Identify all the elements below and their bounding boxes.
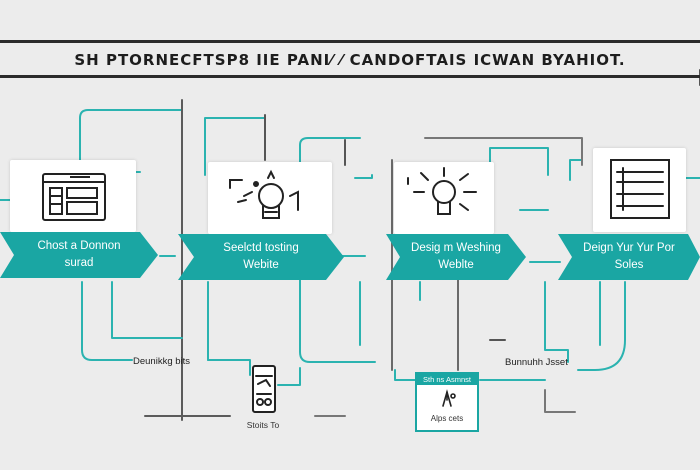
step-4-banner: Deign Yur Yur Por Soles (558, 234, 700, 280)
page-title: SH PTORNECFTSP8 IIE PANI⁄ ⁄ CANDOFTAIS I… (74, 51, 626, 69)
panel-caption: Alps cets (430, 414, 464, 423)
lightbulb-rays-icon (407, 167, 477, 215)
left-label: Deunikkg bits (133, 356, 191, 367)
checklist-icon (610, 159, 670, 219)
step-3-card (394, 162, 494, 234)
step-1-line1: Chost a Donnon (37, 240, 121, 252)
step-1-line2: surad (64, 257, 94, 269)
device-icon (252, 365, 276, 413)
step-2-line1: Seelctd tosting (223, 242, 299, 254)
step-1-card (10, 160, 136, 232)
layout-grid-icon (42, 173, 106, 221)
pen-tool-icon (442, 389, 456, 407)
step-1-banner: Chost a Donnon surad (0, 232, 158, 278)
step-4-line2: Soles (614, 259, 644, 271)
step-2-card (208, 162, 332, 234)
title-bar: SH PTORNECFTSP8 IIE PANI⁄ ⁄ CANDOFTAIS I… (0, 40, 700, 78)
step-2-banner: Seelctd tosting Webite (178, 234, 344, 280)
step-3-line1: Desig m Weshing (411, 242, 501, 254)
right-label: Bunnuhh Jsset (505, 357, 568, 368)
lightbulb-gear-icon (229, 169, 299, 219)
step-4-card (593, 148, 686, 232)
step-2-line2: Webite (243, 259, 279, 271)
device-caption: Stoits To (246, 420, 280, 430)
step-4-line1: Deign Yur Yur Por (583, 242, 675, 254)
panel-item: Sth ns Asmnst Alps cets (415, 372, 479, 432)
panel-header (417, 374, 477, 385)
device-item: Stoits To (240, 364, 286, 434)
step-3-banner: Desig m Weshing Weblte (386, 234, 526, 280)
step-3-line2: Weblte (438, 259, 474, 271)
panel-title: Sth ns Asmnst (423, 375, 471, 384)
